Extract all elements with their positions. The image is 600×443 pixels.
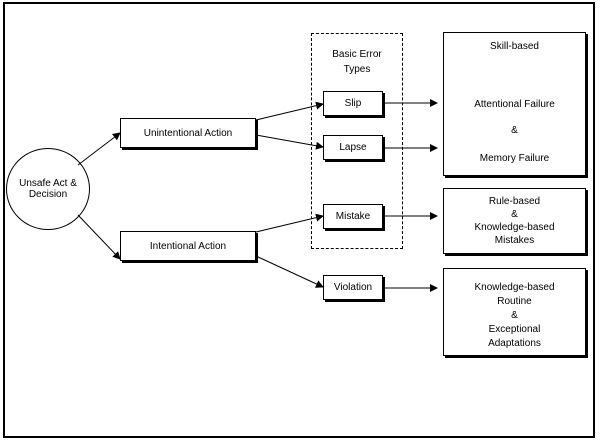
slip-label: Slip (344, 98, 362, 109)
basic-error-types-label: Basic Error Types (311, 47, 403, 77)
mistake-node: Mistake (323, 204, 383, 229)
arrow-intentional-to-mistake (255, 213, 324, 233)
knowledge-based-outcome: Knowledge-based Routine & Exceptional Ad… (443, 268, 586, 356)
skill-based-outcome: Skill-based Attentional Failure & Memory… (443, 32, 586, 176)
skill-line1: Attentional Failure (474, 99, 555, 110)
group-label-line1: Basic Error (332, 49, 382, 60)
knowledge-line5: Adaptations (488, 338, 541, 349)
rule-line2: & (511, 209, 518, 220)
skill-title: Skill-based (490, 41, 539, 52)
rule-based-outcome: Rule-based & Knowledge-based Mistakes (443, 188, 586, 254)
skill-line3: Memory Failure (479, 153, 550, 164)
arrow-intentional-to-violation (255, 255, 324, 288)
knowledge-line4: Exceptional (488, 324, 541, 335)
knowledge-line3: & (511, 310, 518, 321)
arrow-unintentional-to-slip (255, 101, 324, 121)
violation-label: Violation (333, 282, 373, 293)
slip-node: Slip (323, 91, 383, 116)
rule-line4: Mistakes (494, 235, 535, 246)
intentional-action-node: Intentional Action (120, 231, 256, 261)
unintentional-action-label: Unintentional Action (143, 127, 233, 139)
knowledge-line2: Routine (497, 296, 532, 307)
group-label-line2: Types (343, 64, 371, 75)
arrow-root-to-unintentional (77, 132, 121, 166)
unsafe-act-label: Unsafe Act & Decision (19, 178, 77, 200)
arrow-unintentional-to-lapse (255, 134, 324, 150)
skill-line2: & (511, 125, 518, 136)
rule-line3: Knowledge-based (474, 222, 555, 233)
lapse-label: Lapse (339, 142, 367, 153)
basic-error-types-group (311, 33, 403, 249)
unsafe-act-node: Unsafe Act & Decision (6, 148, 90, 230)
knowledge-line1: Knowledge-based (474, 282, 555, 293)
arrow-root-to-intentional (77, 214, 121, 260)
rule-line1: Rule-based (488, 196, 541, 207)
intentional-action-label: Intentional Action (149, 240, 227, 252)
mistake-label: Mistake (335, 211, 371, 222)
lapse-node: Lapse (323, 135, 383, 160)
